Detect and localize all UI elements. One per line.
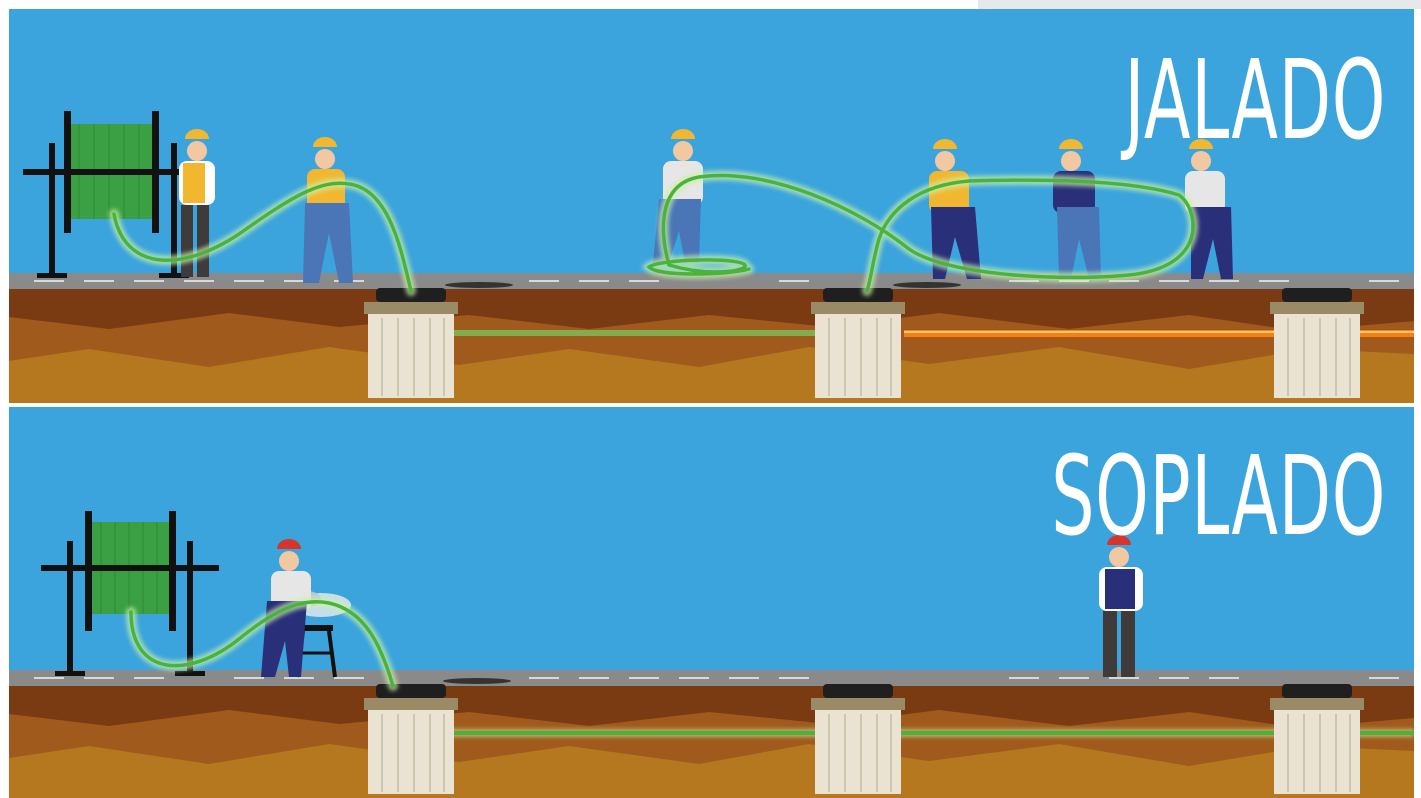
soplado-title: SOPLADO — [1051, 441, 1386, 551]
duct-green — [449, 330, 819, 336]
manhole-icon — [364, 684, 458, 794]
jalado-panel: JALADO — [9, 9, 1414, 403]
manhole-icon — [811, 288, 905, 398]
manhole-icon — [364, 288, 458, 398]
manhole-cover — [445, 282, 513, 288]
manhole-cover — [443, 678, 511, 684]
manhole-icon — [811, 684, 905, 794]
top-right-background-strip — [978, 0, 1421, 9]
manhole-icon — [1270, 684, 1364, 794]
manhole-cover — [893, 282, 961, 288]
jalado-title: JALADO — [1124, 45, 1386, 155]
road — [9, 670, 1414, 686]
manhole-icon — [1270, 288, 1364, 398]
fiber-cable-underground — [449, 729, 1414, 737]
soplado-panel: SOPLADO — [9, 407, 1414, 798]
